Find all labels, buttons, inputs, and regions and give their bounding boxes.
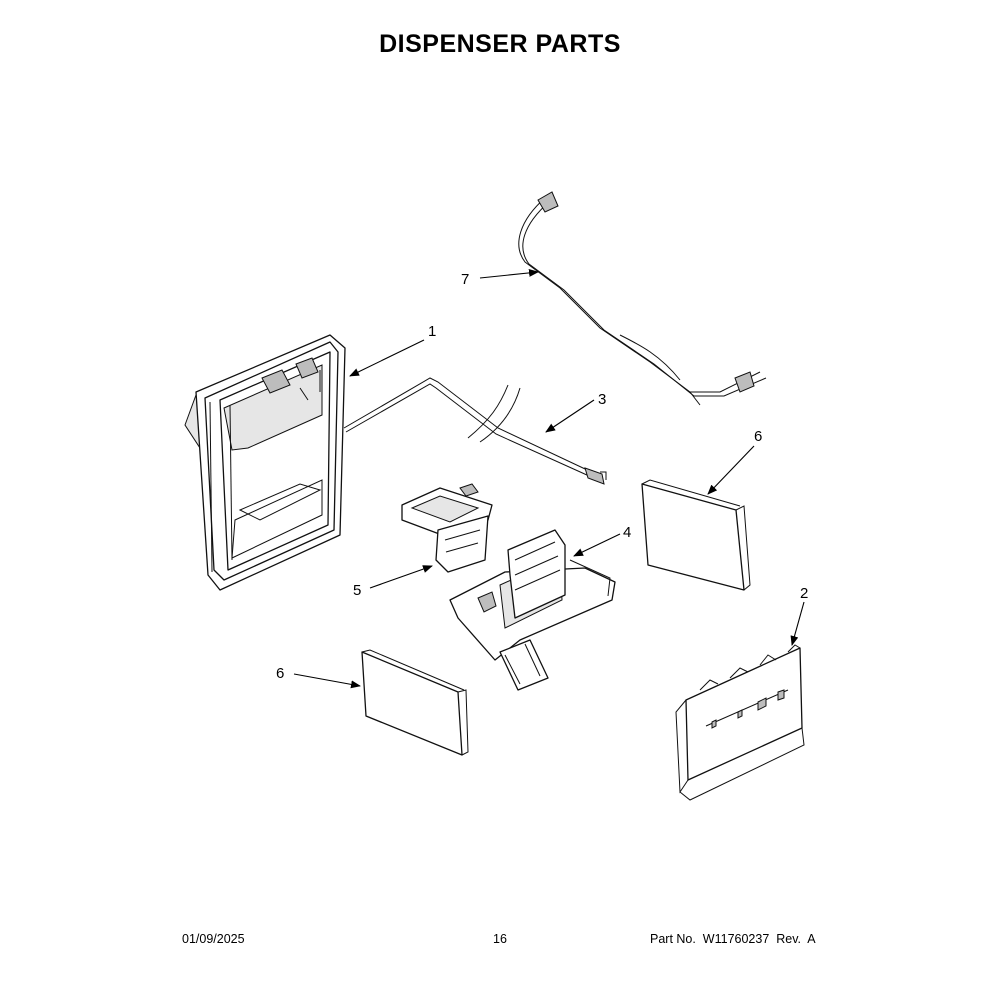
callout-2: 2 bbox=[800, 585, 808, 602]
leader-line-7 bbox=[479, 268, 539, 279]
footer-page-number: 16 bbox=[493, 932, 507, 946]
part-3-water-tube[interactable] bbox=[343, 377, 607, 485]
callout-6-lower: 6 bbox=[276, 665, 284, 682]
part-6-cover-panel-upper[interactable] bbox=[641, 479, 751, 591]
callout-5: 5 bbox=[353, 582, 361, 599]
part-4-dispenser-mechanism[interactable] bbox=[449, 529, 616, 691]
leader-line-5 bbox=[369, 565, 433, 589]
page-title: DISPENSER PARTS bbox=[379, 30, 621, 58]
leader-line-1 bbox=[349, 339, 425, 377]
callout-1: 1 bbox=[428, 323, 436, 340]
leader-line-6a bbox=[707, 445, 755, 495]
leader-line-3 bbox=[545, 399, 595, 433]
part-1-dispenser-housing[interactable] bbox=[184, 334, 346, 591]
footer-part-number: Part No. W11760237 Rev. A bbox=[650, 932, 816, 946]
callout-6-upper: 6 bbox=[754, 428, 762, 445]
part-6-cover-panel-lower[interactable] bbox=[361, 649, 469, 756]
callout-7: 7 bbox=[461, 271, 469, 288]
callout-3: 3 bbox=[598, 391, 606, 408]
leader-line-6b bbox=[293, 673, 361, 689]
leader-line-2 bbox=[790, 601, 805, 646]
part-7-wire-harness[interactable] bbox=[518, 191, 767, 406]
callout-4: 4 bbox=[623, 524, 631, 541]
leader-line-4 bbox=[573, 533, 621, 557]
part-5-actuator[interactable] bbox=[401, 483, 493, 573]
footer-date: 01/09/2025 bbox=[182, 932, 245, 946]
part-2-control-panel[interactable] bbox=[675, 644, 805, 801]
